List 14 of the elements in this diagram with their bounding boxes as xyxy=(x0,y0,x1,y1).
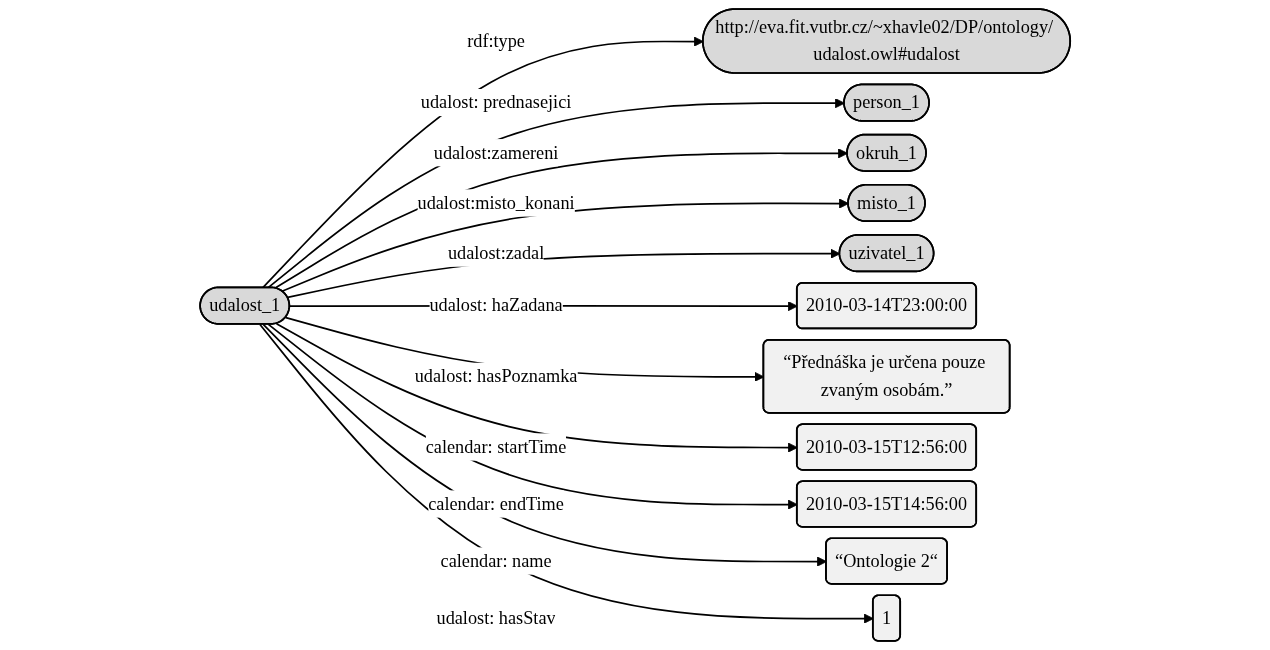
edge-label: udalost: haZadana xyxy=(429,295,563,315)
edge-label: calendar: name xyxy=(440,550,552,571)
arrow xyxy=(281,198,849,293)
edge-label: udalost: hasPoznamka xyxy=(414,366,578,386)
arrow xyxy=(273,148,848,290)
edge-label: udalost: hasStav xyxy=(436,607,556,628)
edge-label: udalost: prednasejici xyxy=(420,92,572,112)
edge-label: rdf:type xyxy=(467,30,525,51)
edge-label: calendar: startTime xyxy=(425,436,567,457)
arrow xyxy=(266,98,845,289)
edge-label: calendar: endTime xyxy=(428,493,564,514)
edge-label: udalost:zamereni xyxy=(433,142,559,162)
edge-label: udalost:misto_konani xyxy=(417,192,575,213)
edge-label: udalost:zadal xyxy=(447,242,545,263)
